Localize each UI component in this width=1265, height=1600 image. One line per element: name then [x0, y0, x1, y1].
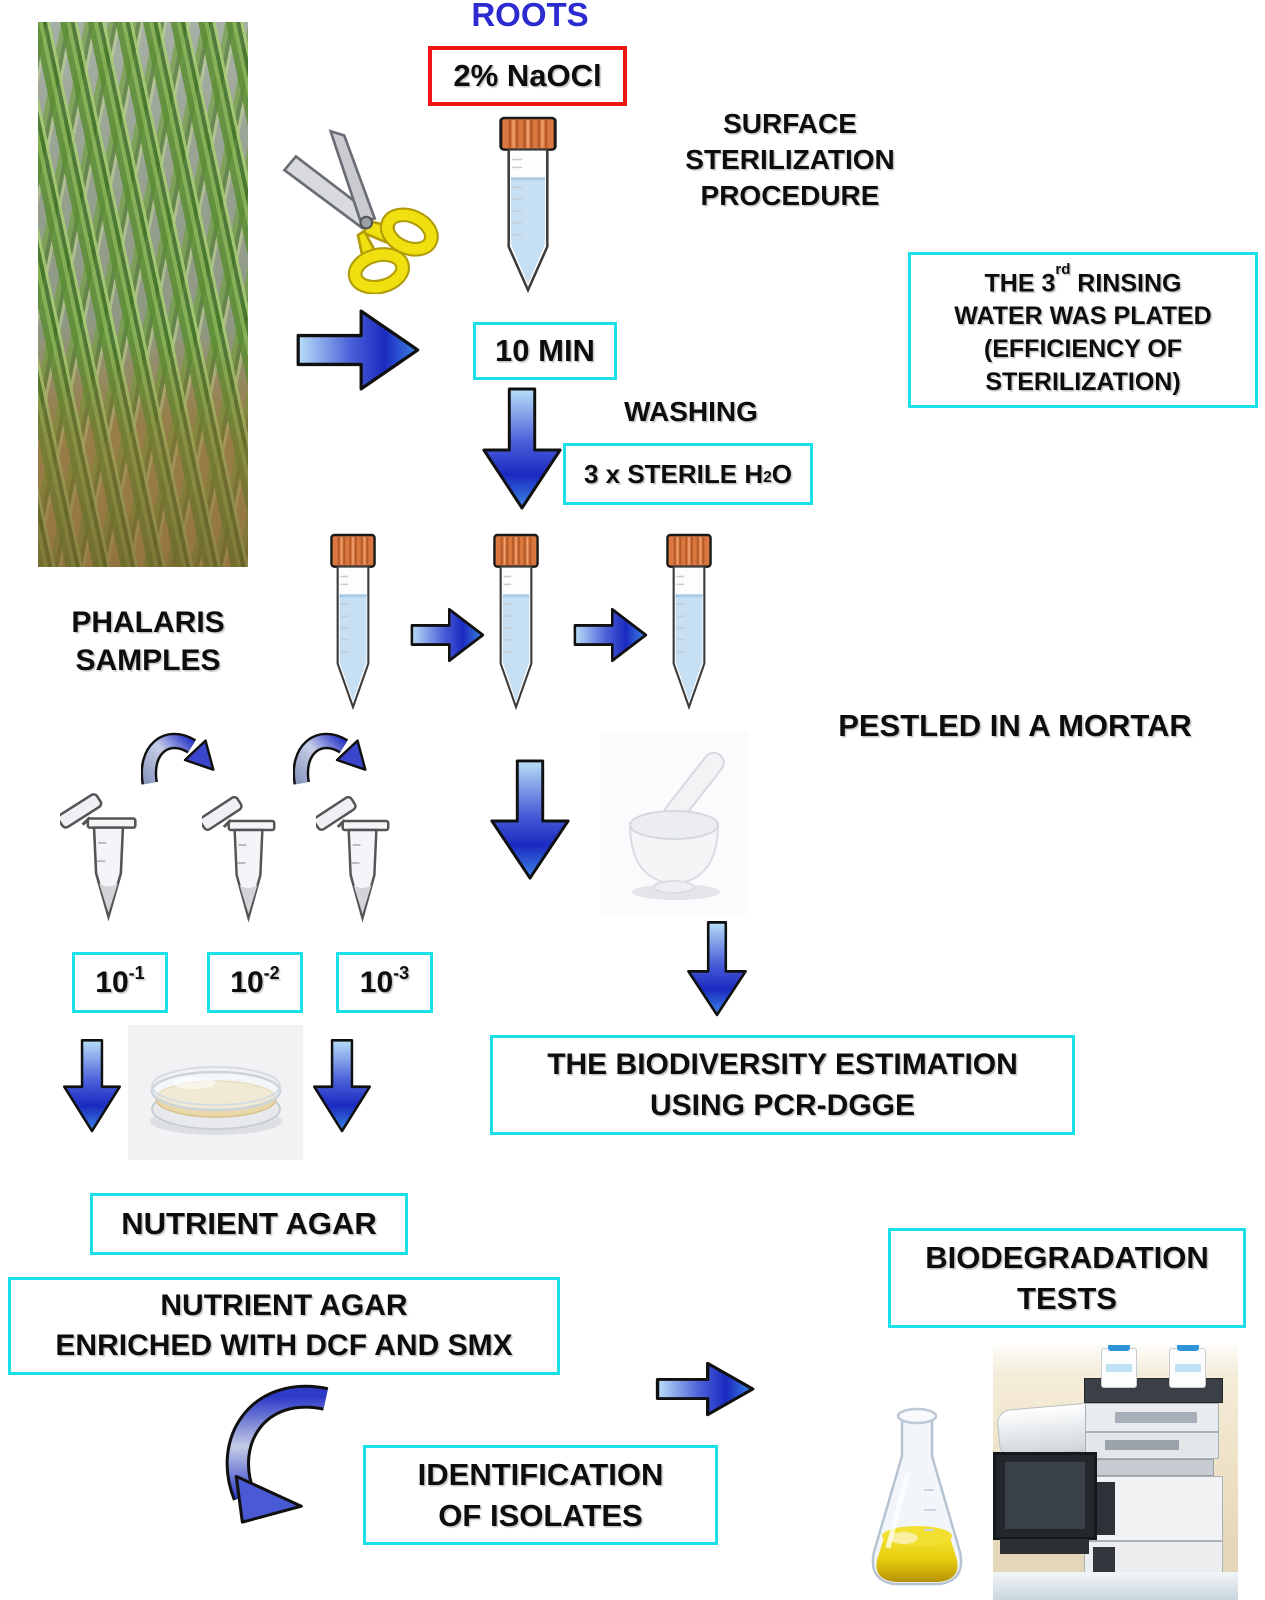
curved-transfer-arrow-icon: [220, 1383, 342, 1547]
dilution-box-3: 10-3: [336, 952, 433, 1013]
hplc-module: [1085, 1403, 1220, 1433]
curved-transfer-arrow-icon: [140, 727, 227, 791]
rinsing-line3: (EFFICIENCY OF: [983, 335, 1183, 364]
phalaris-plant-photo: [38, 22, 248, 567]
biodegradation-line1: BIODEGRADATION: [925, 1240, 1209, 1275]
falcon-tube-icon: [666, 533, 712, 713]
microcentrifuge-tube-icon: [57, 778, 158, 930]
flow-arrow-icon: [410, 602, 486, 668]
flow-arrow-down-icon: [486, 758, 574, 882]
enriched-agar-box: NUTRIENT AGAR ENRICHED WITH DCF AND SMX: [8, 1277, 560, 1375]
flow-arrow-down-icon: [310, 1038, 374, 1134]
flow-arrow-icon: [573, 602, 649, 668]
rinsing-line1: THE 3rd RINSING: [984, 261, 1182, 298]
biodiversity-line2: USING PCR-DGGE: [649, 1089, 916, 1122]
biodegradation-line2: TESTS: [1017, 1281, 1117, 1316]
curved-transfer-arrow-icon: [292, 727, 379, 791]
flow-arrow-icon: [295, 300, 423, 400]
hplc-instrument-image: [993, 1345, 1238, 1600]
rinsing-water-box: THE 3rd RINSING WATER WAS PLATED (EFFICI…: [908, 252, 1258, 408]
identification-box: IDENTIFICATION OF ISOLATES: [363, 1445, 718, 1545]
computer-monitor: [993, 1452, 1097, 1540]
solvent-bottle: [1169, 1345, 1206, 1388]
flow-arrow-icon: [655, 1356, 757, 1422]
hplc-module: [1085, 1432, 1220, 1460]
mortar-and-pestle-image: [600, 732, 748, 914]
petri-dish-image: [128, 1025, 303, 1160]
enriched-line2: ENRICHED WITH DCF AND SMX: [55, 1329, 513, 1362]
keyboard: [1000, 1538, 1089, 1555]
biodiversity-line1: THE BIODIVERSITY ESTIMATION: [547, 1048, 1018, 1081]
nutrient-agar-box: NUTRIENT AGAR: [90, 1193, 408, 1255]
phalaris-samples-label: PHALARIS SAMPLES: [48, 604, 248, 680]
rinsing-line2: WATER WAS PLATED: [954, 302, 1212, 331]
lab-bench: [993, 1571, 1238, 1600]
flow-arrow-down-icon: [684, 920, 750, 1018]
hplc-module: [1090, 1459, 1214, 1477]
biodiversity-box: THE BIODIVERSITY ESTIMATION USING PCR-DG…: [490, 1035, 1075, 1135]
erlenmeyer-flask-image: [852, 1402, 982, 1598]
enriched-line1: NUTRIENT AGAR: [160, 1289, 408, 1322]
microcentrifuge-tube-icon: [199, 781, 296, 931]
flow-arrow-down-icon: [478, 386, 566, 512]
biodegradation-box: BIODEGRADATION TESTS: [888, 1228, 1246, 1328]
flow-arrow-down-icon: [60, 1038, 124, 1134]
identification-line1: IDENTIFICATION: [417, 1457, 664, 1492]
phalaris-line1: PHALARIS: [71, 606, 225, 639]
naocl-box: 2% NaOCl: [428, 46, 627, 106]
dilution-box-2: 10-2: [207, 952, 303, 1013]
surface-line1: SURFACE: [723, 108, 857, 139]
dilution-box-1: 10-1: [72, 952, 168, 1013]
rinsing-line4: STERILIZATION): [985, 368, 1181, 397]
microcentrifuge-tube-icon: [313, 781, 410, 931]
surface-line2: STERILIZATION: [685, 144, 895, 175]
surface-line3: PROCEDURE: [700, 180, 880, 211]
falcon-tube-icon: [493, 533, 539, 713]
identification-line2: OF ISOLATES: [438, 1498, 643, 1533]
surface-sterilization-label: SURFACE STERILIZATION PROCEDURE: [640, 106, 940, 214]
hplc-module-stack: [1083, 1378, 1223, 1593]
washing-label: WASHING: [624, 396, 758, 427]
falcon-tube-icon: [330, 533, 376, 713]
falcon-tube-icon: [499, 116, 557, 296]
phalaris-line2: SAMPLES: [75, 644, 221, 677]
solvent-bottle: [1100, 1345, 1138, 1388]
roots-title: ROOTS: [471, 0, 589, 33]
ten-min-box: 10 MIN: [473, 322, 617, 380]
hplc-module: [1083, 1476, 1223, 1541]
scissors-icon: [276, 126, 444, 295]
pestled-label: PESTLED IN A MORTAR: [838, 708, 1192, 743]
